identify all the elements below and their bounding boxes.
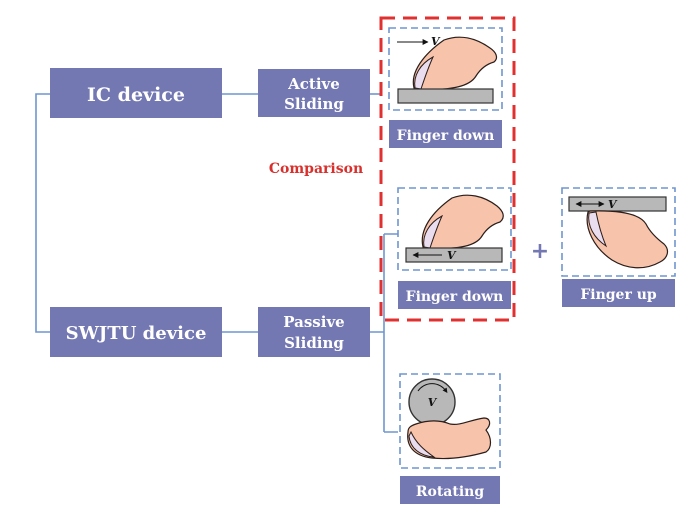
active-sliding-box: Active Sliding xyxy=(258,69,370,117)
active-sliding-line1: Active xyxy=(287,75,340,93)
sliding-plate xyxy=(397,88,494,104)
panel-finger-up-frame xyxy=(561,187,676,277)
comparison-frame xyxy=(379,16,516,322)
panel-swjtu-finger-down: V Finger down xyxy=(397,187,512,309)
passive-sliding-box: Passive Sliding xyxy=(258,307,370,357)
active-sliding-line2: Sliding xyxy=(284,95,344,113)
panel-finger-up-label: Finger up xyxy=(580,287,657,303)
fingernail-illustration xyxy=(414,55,435,90)
connectors xyxy=(35,93,398,433)
connector-left-bracket xyxy=(35,93,50,333)
sliding-plate xyxy=(405,247,503,263)
passive-sliding-line2: Sliding xyxy=(284,334,344,352)
ic-device-box: IC device xyxy=(50,68,222,118)
swjtu-device-box: SWJTU device xyxy=(50,307,222,357)
plus-sign: + xyxy=(531,239,549,264)
passive-sliding-line1: Passive xyxy=(283,313,344,331)
panel-rotating: V Rotating xyxy=(399,373,501,504)
panel-ic-finger-down-label: Finger down xyxy=(397,128,495,144)
velocity-label: V xyxy=(608,198,618,211)
velocity-label: V xyxy=(428,396,438,409)
finger-illustration xyxy=(412,36,498,91)
fingernail-illustration xyxy=(588,211,608,248)
ic-device-label: IC device xyxy=(87,84,185,106)
panel-swjtu-finger-down-label: Finger down xyxy=(406,289,504,305)
comparison-label: Comparison xyxy=(269,161,363,177)
velocity-label: V xyxy=(431,35,441,48)
fingernail-illustration xyxy=(408,430,436,458)
panel-ic-finger-down-frame xyxy=(388,27,503,111)
finger-illustration xyxy=(407,417,492,460)
sliding-plate xyxy=(568,196,667,212)
fingernail-illustration xyxy=(423,214,444,249)
finger-illustration xyxy=(421,194,504,250)
finger-illustration xyxy=(586,210,669,269)
panel-finger-up: V Finger up xyxy=(561,187,676,307)
connector-passive-bracket xyxy=(370,233,398,433)
panel-swjtu-finger-down-frame xyxy=(397,187,512,271)
velocity-label: V xyxy=(447,249,457,262)
rotation-arrow xyxy=(417,383,448,394)
panel-rotating-label: Rotating xyxy=(416,484,484,500)
swjtu-device-label: SWJTU device xyxy=(66,323,207,344)
panel-rotating-frame xyxy=(399,373,501,469)
panel-ic-finger-down: V Finger down xyxy=(388,27,503,148)
